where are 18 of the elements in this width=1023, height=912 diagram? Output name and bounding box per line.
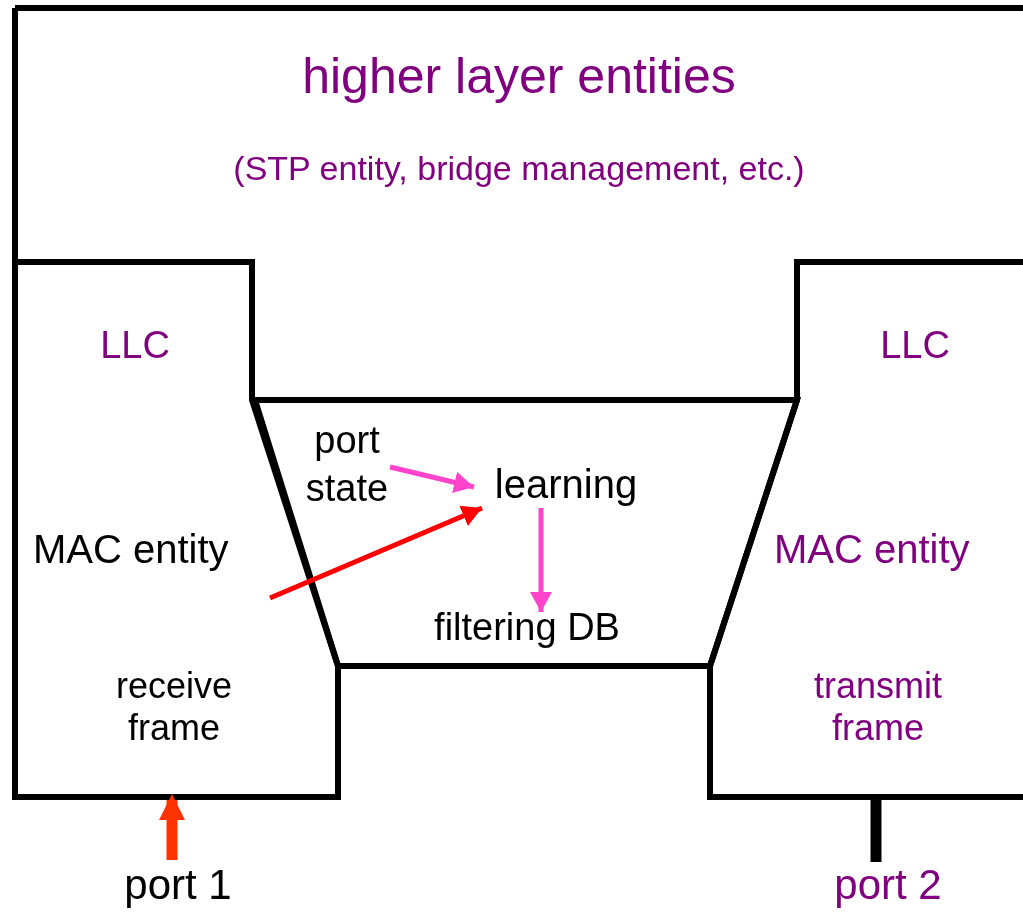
layer-subtitle: (STP entity, bridge management, etc.) bbox=[232, 148, 806, 189]
arrow bbox=[159, 794, 185, 860]
box-label: MAC entity bbox=[774, 526, 971, 573]
box-label: receive frame bbox=[114, 665, 234, 749]
layer-title: higher layer entities bbox=[301, 47, 737, 106]
arrow bbox=[269, 505, 483, 601]
box-label: LLC bbox=[879, 323, 951, 368]
port-label: port 1 bbox=[108, 860, 248, 912]
connector-line bbox=[870, 800, 882, 862]
port-label: port 2 bbox=[818, 860, 958, 912]
arrow bbox=[530, 508, 552, 612]
box-label: LLC bbox=[99, 323, 171, 368]
box-label: transmit frame bbox=[813, 665, 943, 749]
process-label: port state bbox=[292, 416, 402, 512]
arrow bbox=[389, 464, 475, 494]
process-label: filtering DB bbox=[400, 603, 654, 655]
box-label: MAC entity bbox=[33, 526, 230, 573]
process-label: learning bbox=[474, 460, 658, 512]
